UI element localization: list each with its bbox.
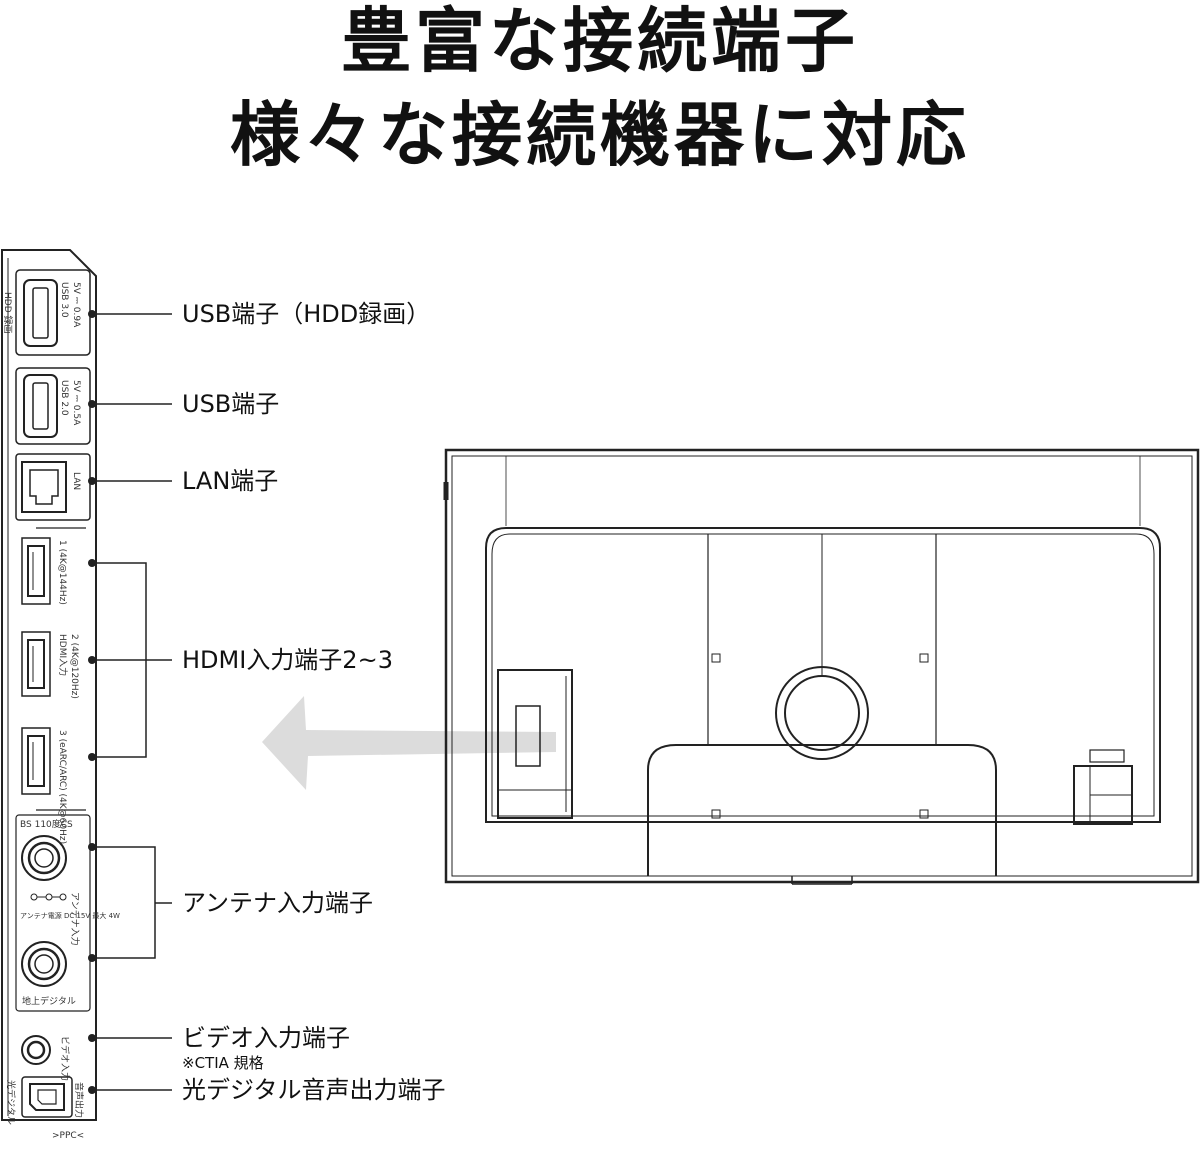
label-hdmi-in: HDMI入力 (57, 634, 69, 676)
label-optical-out: 音声出力 (73, 1082, 85, 1118)
leader-lines (90, 313, 172, 1091)
label-pc-mark: >PPC< (52, 1131, 84, 1141)
label-hdmi2: 2 (4K@120Hz) (69, 634, 79, 699)
heading-line-1: 豊富な接続端子 (341, 0, 859, 82)
direction-arrow (262, 696, 556, 790)
callout-hdmi: HDMI入力端子2~3 (182, 646, 393, 674)
label-hdd-rec: HDD 録画 (2, 292, 14, 334)
label-lan: LAN (71, 472, 81, 490)
terrestrial-coax-icon (21, 941, 67, 987)
tv-rear-view (443, 448, 1200, 885)
side-connector-panel (1, 249, 97, 1121)
hdmi3-port-icon (21, 727, 51, 795)
panel-outline (1, 249, 97, 1121)
leader-dots (88, 310, 96, 1094)
callout-usb: USB端子 (182, 390, 280, 418)
panel-labels: HDD 録画 USB 3.0 5V ⎓ 0.9A USB 2.0 5V ⎓ 0.… (2, 282, 120, 1141)
label-antenna-in: アンテナ入力 (69, 892, 81, 946)
antenna-power-symbol (30, 893, 67, 901)
label-antenna-power: アンテナ電源 DC 15V 最大 4W (20, 911, 120, 920)
callout-video-note: ※CTIA 規格 (182, 1054, 264, 1072)
label-usb20: USB 2.0 (59, 380, 69, 416)
hdmi2-port-icon (21, 631, 51, 697)
optical-port-icon (21, 1076, 73, 1118)
lan-port-icon (15, 453, 91, 521)
label-usb30: USB 3.0 (59, 282, 69, 318)
label-bs-cs: BS 110度CS (20, 818, 73, 830)
callout-lan: LAN端子 (182, 467, 279, 495)
heading-line-2: 様々な接続機器に対応 (230, 94, 970, 176)
label-usb30-pw: 5V ⎓ 0.9A (71, 282, 81, 328)
label-video-in: ビデオ入力 (59, 1036, 71, 1081)
callout-optical: 光デジタル音声出力端子 (182, 1076, 446, 1104)
callout-video: ビデオ入力端子 (182, 1024, 350, 1052)
label-hdmi1: 1 (4K@144Hz) (57, 540, 67, 605)
bs-cs-coax-icon (21, 835, 67, 881)
label-usb20-pw: 5V ⎓ 0.5A (71, 380, 81, 426)
label-optical: 光デジタル (5, 1080, 17, 1125)
label-terrestrial: 地上デジタル (22, 995, 76, 1007)
hdmi1-port-icon (21, 537, 51, 605)
video-jack-icon (21, 1035, 51, 1065)
label-hdmi3: 3 (eARC/ARC) (4K@60Hz) (57, 730, 67, 844)
callout-antenna: アンテナ入力端子 (182, 889, 374, 917)
callout-usb-hdd: USB端子（HDD録画） (182, 300, 431, 328)
